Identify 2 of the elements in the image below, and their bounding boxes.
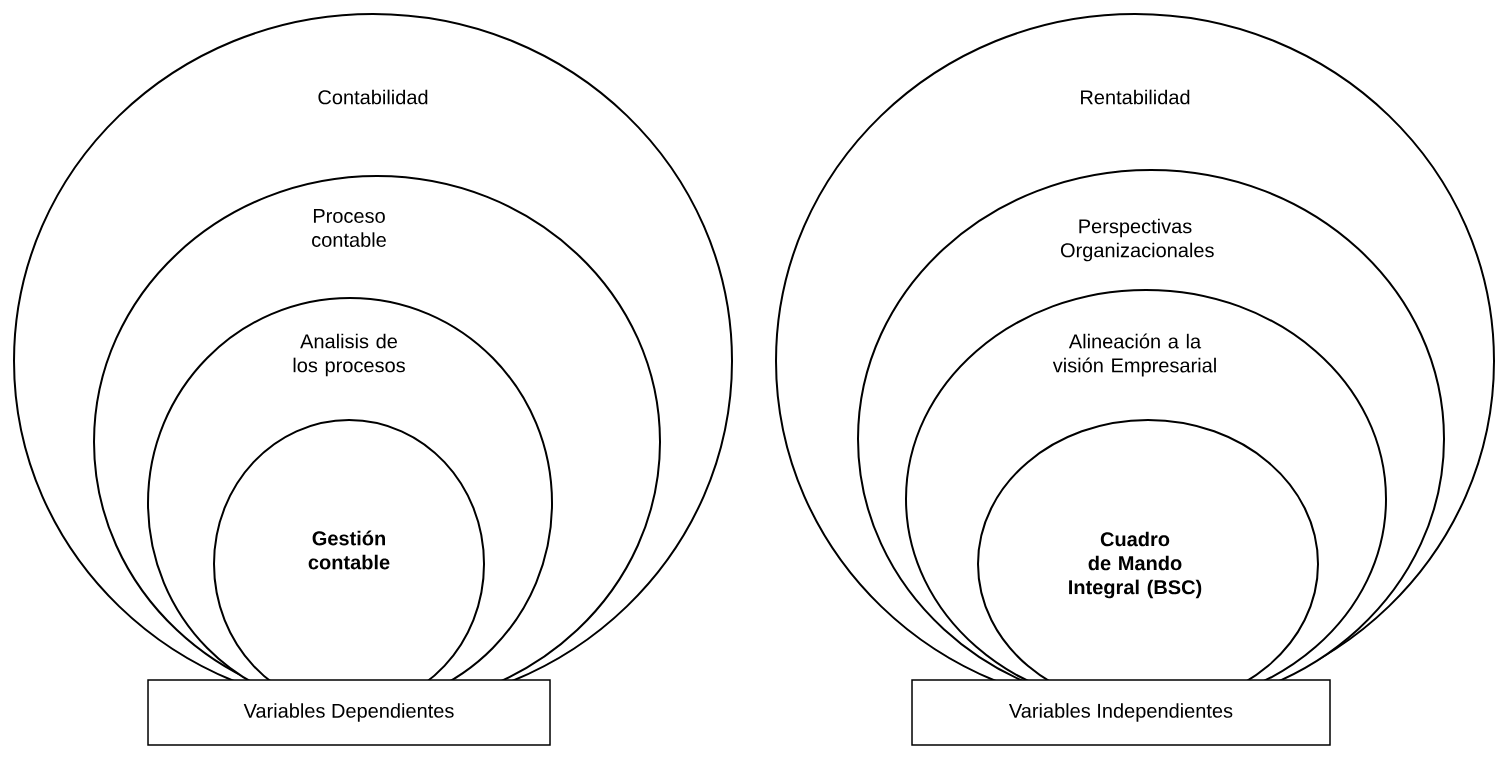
text-box: Variables Independientes <box>911 679 1331 746</box>
text-box: Variables Dependientes <box>147 679 551 746</box>
